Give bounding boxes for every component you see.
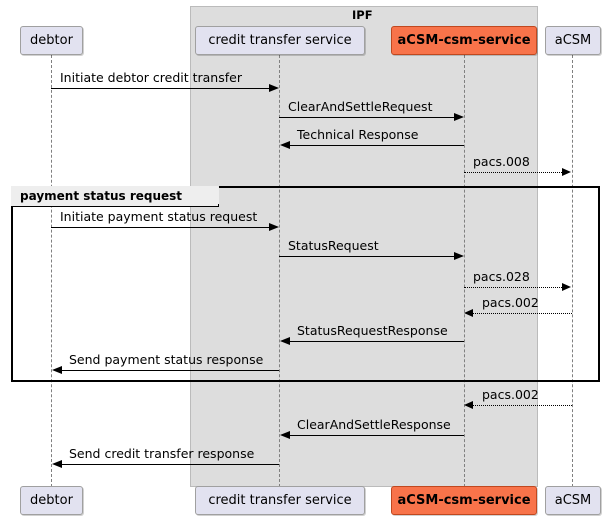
participant-label: aCSM [554,493,592,508]
message-arrowhead-10 [52,365,62,374]
fragment-label-text: payment status request [20,189,183,203]
message-line-9 [289,341,464,342]
message-arrowhead-7 [562,283,571,291]
message-label-9: StatusRequestResponse [297,323,448,338]
message-label-10: Send payment status response [69,352,264,367]
participant-footer-debtor[interactable]: debtor [20,486,83,515]
message-arrowhead-2 [454,112,464,121]
message-line-1 [51,88,269,89]
message-line-4 [464,172,562,173]
group-box-ipf-title: IPF [352,8,373,22]
message-label-12: ClearAndSettleResponse [297,417,451,432]
message-label-13: Send credit transfer response [69,446,255,461]
participant-label: aCSM-csm-service [397,493,531,508]
fragment-payment-status-request [11,186,600,382]
message-arrowhead-6 [454,251,464,260]
message-arrowhead-3 [280,140,290,149]
message-label-3: Technical Response [297,127,419,142]
participant-header-debtor[interactable]: debtor [20,26,83,55]
lifeline-acsm [572,55,573,487]
fragment-label-payment-status-request: payment status request [11,185,219,207]
message-line-6 [279,256,454,257]
message-line-11 [473,405,572,406]
lifeline-debtor [51,55,52,487]
message-label-8: pacs.002 [482,295,539,310]
message-label-4: pacs.008 [473,154,530,169]
message-arrowhead-4 [562,168,571,176]
message-line-8 [473,313,572,314]
message-arrowhead-11 [464,401,473,409]
participant-footer-acsm[interactable]: aCSM [545,486,601,515]
message-label-7: pacs.028 [473,269,530,284]
group-box-ipf [190,6,538,487]
message-arrowhead-8 [464,309,473,317]
participant-header-credit-transfer-service[interactable]: credit transfer service [195,26,365,55]
lifeline-credit-transfer-service [279,55,280,487]
message-label-2: ClearAndSettleRequest [288,99,433,114]
message-label-5: Initiate payment status request [60,209,258,224]
participant-label: credit transfer service [208,493,352,508]
message-line-10 [61,370,279,371]
message-line-5 [51,227,269,228]
message-line-7 [464,287,562,288]
message-arrowhead-5 [269,222,279,231]
message-line-3 [289,145,464,146]
participant-header-acsm-csm-service[interactable]: aCSM-csm-service [391,26,537,55]
message-label-1: Initiate debtor credit transfer [60,70,242,85]
participant-footer-credit-transfer-service[interactable]: credit transfer service [195,486,365,515]
message-label-11: pacs.002 [482,387,539,402]
message-label-6: StatusRequest [288,238,379,253]
message-line-12 [289,435,464,436]
participant-footer-acsm-csm-service[interactable]: aCSM-csm-service [391,486,537,515]
message-arrowhead-1 [269,83,279,92]
participant-label: debtor [30,33,73,48]
participant-label: credit transfer service [208,33,352,48]
message-line-2 [279,117,454,118]
message-arrowhead-13 [52,459,62,468]
participant-label: aCSM-csm-service [397,33,531,48]
message-arrowhead-12 [280,430,290,439]
participant-label: debtor [30,493,73,508]
lifeline-acsm-csm-service [464,55,465,487]
message-arrowhead-9 [280,336,290,345]
participant-label: aCSM [554,33,592,48]
participant-header-acsm[interactable]: aCSM [545,26,601,55]
message-line-13 [61,464,279,465]
